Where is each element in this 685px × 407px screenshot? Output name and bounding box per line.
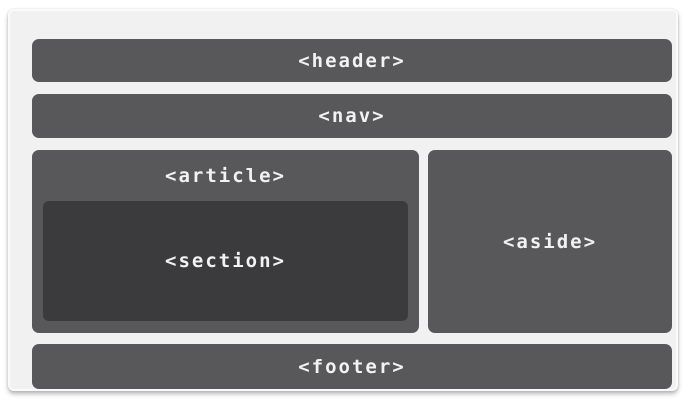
- article-label-row: <article>: [32, 150, 419, 201]
- aside-label: <aside>: [502, 230, 598, 253]
- section-label: <section>: [165, 250, 286, 272]
- header-label: <header>: [298, 49, 406, 72]
- page-wrapper-card: <header> <nav> <article> <section> <asid…: [8, 9, 678, 391]
- nav-label: <nav>: [318, 105, 386, 127]
- article-label: <article>: [165, 164, 286, 187]
- nav-box: <nav>: [32, 94, 672, 138]
- footer-label: <footer>: [298, 355, 406, 378]
- header-box: <header>: [32, 39, 672, 82]
- aside-box: <aside>: [428, 150, 672, 333]
- section-box: <section>: [43, 201, 408, 321]
- article-box: <article> <section>: [32, 150, 419, 333]
- footer-box: <footer>: [32, 344, 672, 389]
